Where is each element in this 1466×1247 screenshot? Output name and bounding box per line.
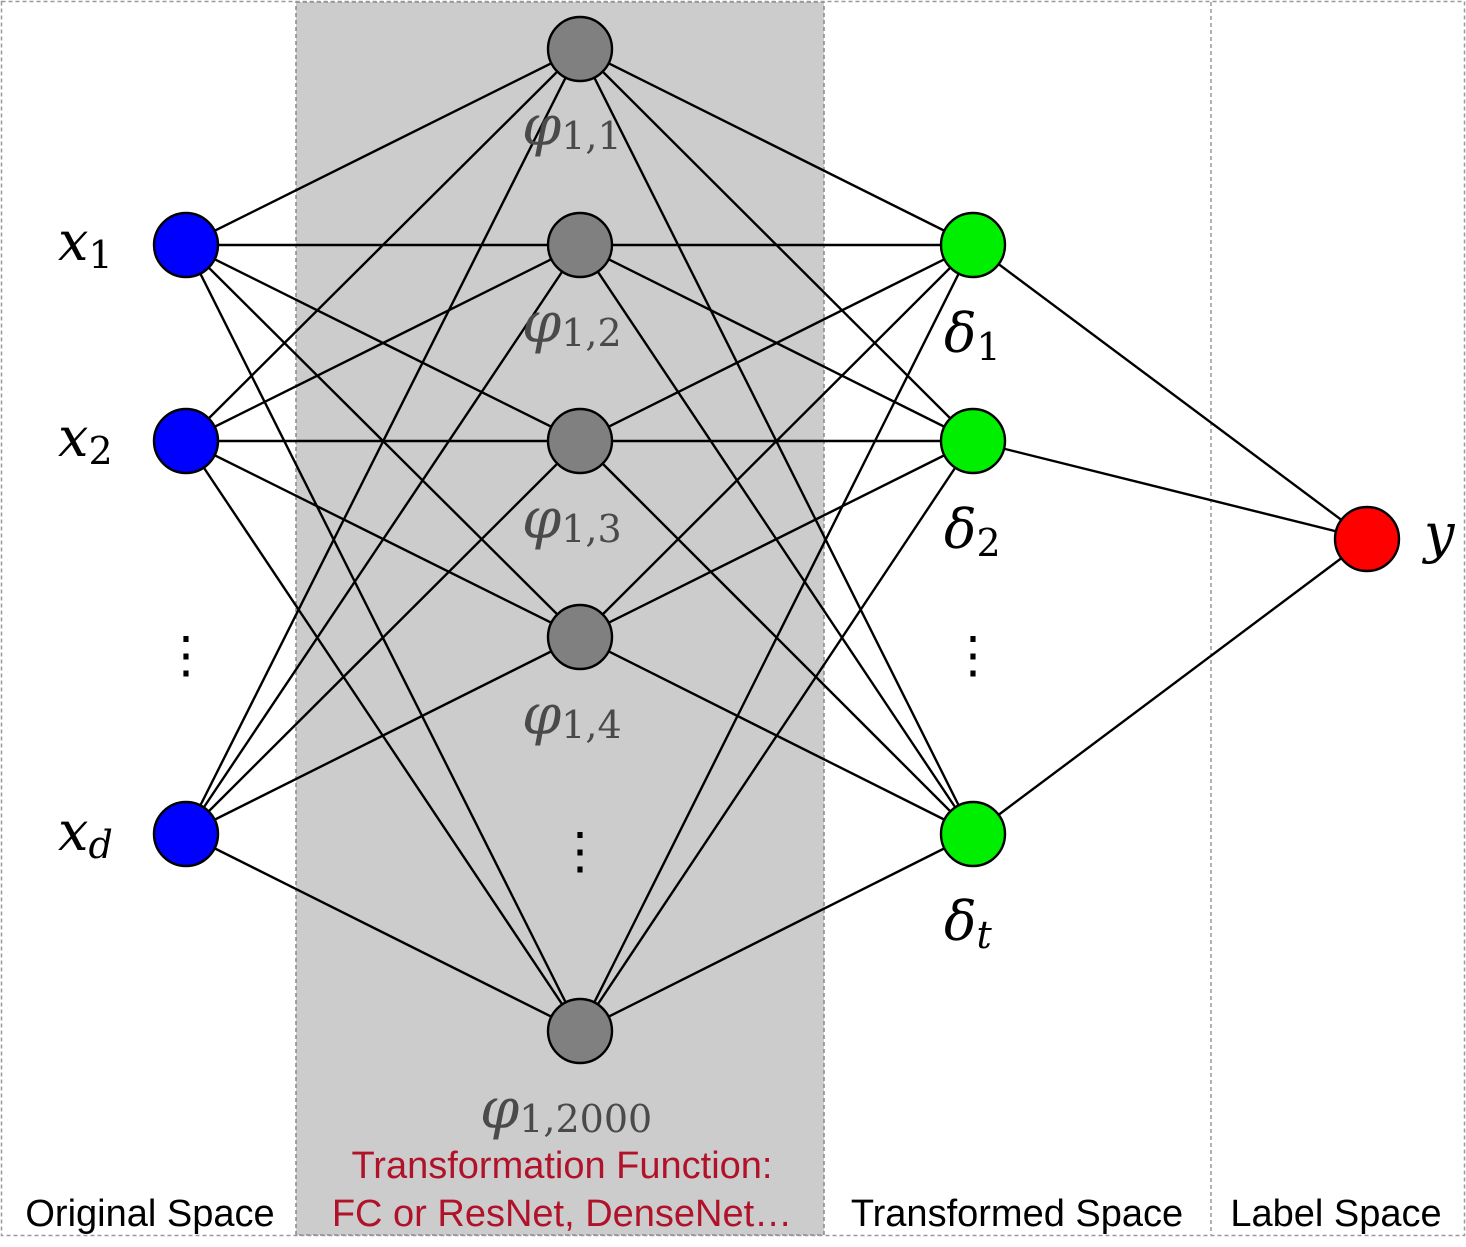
edge-hidden-5-transformed-3 xyxy=(579,832,974,1033)
region-transformation-line2: FC or ResNet, DenseNet… xyxy=(332,1193,792,1235)
hidden-node-1 xyxy=(546,15,614,83)
transformed-node-1 xyxy=(939,211,1007,279)
input-label-xd: xd xyxy=(58,800,113,867)
input-node-2 xyxy=(152,407,220,475)
hidden-node-3 xyxy=(546,407,614,475)
input-label-x2: x2 xyxy=(58,406,113,473)
edge-input-2-hidden-2 xyxy=(185,243,581,443)
hidden-label-2: φ1,2 xyxy=(522,291,622,356)
edge-input-3-hidden-4 xyxy=(185,635,581,836)
transformed-label-2: δ2 xyxy=(944,498,1001,565)
ellipsis-transformed: ⋮ xyxy=(948,626,998,684)
edge-input-3-hidden-3 xyxy=(185,440,581,835)
region-label-space: Label Space xyxy=(1230,1193,1441,1235)
input-node-3 xyxy=(152,800,220,868)
output-node xyxy=(1333,505,1401,573)
nodes xyxy=(152,15,1401,1065)
edge-transformed-3-output xyxy=(972,538,1368,835)
edge-hidden-3-transformed-1 xyxy=(579,243,974,443)
hidden-node-4 xyxy=(546,603,614,671)
transformed-node-2 xyxy=(939,407,1007,475)
ellipsis-inputs: ⋮ xyxy=(161,626,211,684)
edge-input-3-hidden-1 xyxy=(184,48,582,835)
edge-input-1-hidden-1 xyxy=(185,47,581,247)
hidden-label-2000: φ1,2000 xyxy=(480,1077,652,1142)
input-node-1 xyxy=(152,211,220,279)
edge-input-3-hidden-5 xyxy=(185,832,581,1033)
edge-input-2-hidden-1 xyxy=(185,48,581,442)
input-label-x1: x1 xyxy=(58,210,113,277)
region-transformed-space: Transformed Space xyxy=(851,1193,1183,1235)
edge-input-3-hidden-2 xyxy=(185,244,581,835)
edge-hidden-4-transformed-1 xyxy=(579,244,974,638)
edge-transformed-2-output xyxy=(972,439,1368,541)
hidden-label-1: φ1,1 xyxy=(522,94,622,159)
hidden-label-4: φ1,4 xyxy=(522,683,622,748)
hidden-label-3: φ1,3 xyxy=(522,487,622,552)
ellipsis-hidden: ⋮ xyxy=(555,822,605,880)
output-label-y: y xyxy=(1422,502,1456,565)
region-transformation-line1: Transformation Function: xyxy=(352,1145,773,1187)
transformed-label-1: δ1 xyxy=(944,302,1001,369)
hidden-node-5 xyxy=(546,997,614,1065)
edge-hidden-5-transformed-2 xyxy=(579,440,974,1032)
edges xyxy=(184,47,1368,1033)
edge-hidden-1-transformed-1 xyxy=(579,47,974,247)
transformed-node-3 xyxy=(939,800,1007,868)
edge-hidden-5-transformed-1 xyxy=(578,244,975,1032)
edge-transformed-1-output xyxy=(972,244,1368,540)
region-original-space: Original Space xyxy=(25,1193,274,1235)
edge-hidden-4-transformed-2 xyxy=(579,439,974,639)
transformed-label-t: δt xyxy=(944,890,993,957)
hidden-node-2 xyxy=(546,211,614,279)
